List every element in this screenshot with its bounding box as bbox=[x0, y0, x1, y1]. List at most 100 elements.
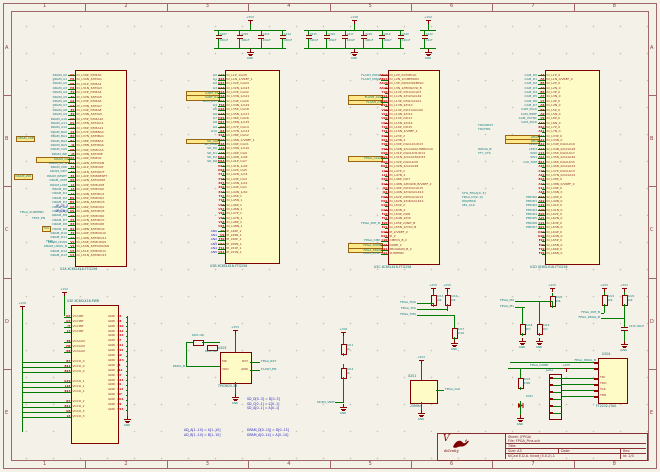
pin-name[interactable]: IP_L51N_1 bbox=[226, 250, 242, 255]
net-label[interactable]: DRAM_A7 bbox=[52, 103, 67, 108]
capacitor-value[interactable]: 100nF bbox=[310, 38, 319, 42]
pin-number[interactable]: F17 bbox=[218, 98, 225, 103]
net-label[interactable]: DRAM_D4 bbox=[52, 204, 67, 209]
pin-number[interactable]: U3 bbox=[70, 248, 75, 253]
pin-number[interactable]: W20 bbox=[380, 98, 388, 103]
net-note[interactable]: TTY_CTS bbox=[478, 151, 491, 155]
pin-name[interactable]: IO_L38P_3/M3BA2 bbox=[76, 138, 104, 143]
pin-number[interactable]: C3 bbox=[70, 125, 75, 130]
pin-name[interactable]: IO_L1P_0 bbox=[546, 72, 561, 77]
pin-name[interactable]: IO_L38N_0/VREF_0 bbox=[546, 181, 575, 186]
bus-alias-note[interactable]: DRAM_A[0..14] = A[0..14] bbox=[247, 432, 289, 437]
pin-number[interactable]: G5 bbox=[66, 408, 71, 413]
pin-number[interactable]: R13 bbox=[64, 388, 71, 393]
pin-number[interactable]: P1 bbox=[70, 218, 75, 223]
pin-name[interactable]: IO_L48N_2/RDWR_B/VREF_2 bbox=[389, 181, 432, 186]
pin-name[interactable]: IO_L48N_3/M3DQ9 bbox=[76, 226, 105, 231]
pin-number[interactable]: C10 bbox=[117, 323, 124, 328]
bus-alias-note[interactable]: SD_C[0..1] = C[0..1] bbox=[247, 401, 280, 406]
pin-name[interactable]: IO_L35N_3/M3A11 bbox=[76, 121, 104, 126]
pin-number[interactable]: H16 bbox=[218, 116, 225, 121]
symbol-reference[interactable]: U2C XC6SLX16-FTG256 bbox=[374, 265, 412, 269]
pin-name[interactable]: IO_L48P_2/D7 bbox=[389, 177, 411, 182]
pin-number[interactable]: AB21 bbox=[379, 77, 388, 82]
pin-name[interactable]: IO_L63P_0 bbox=[546, 220, 562, 225]
pin-number[interactable]: N7 bbox=[117, 392, 122, 397]
pin-name[interactable]: CMPCS_B_2 bbox=[389, 238, 407, 243]
pin-name[interactable]: IO_L3N_0 bbox=[546, 94, 561, 99]
pin-name[interactable]: IO_L64N_0 bbox=[546, 233, 563, 238]
capacitor-value[interactable]: 100nF bbox=[365, 38, 374, 42]
capacitor-value[interactable]: 100nF bbox=[220, 38, 229, 42]
symbol-value[interactable]: 25MHz bbox=[410, 404, 421, 408]
pin-name[interactable]: IO_L36N_1/A15 bbox=[226, 120, 250, 125]
net-label[interactable]: G0 bbox=[212, 72, 217, 77]
pin-number[interactable]: P13 bbox=[117, 406, 124, 411]
pin-name[interactable]: IO_L6N_0 bbox=[546, 120, 561, 125]
power-flag-label[interactable]: +2V5 bbox=[548, 283, 556, 287]
net-label[interactable]: DRAM_D7 bbox=[52, 217, 67, 222]
pin-name[interactable]: GND bbox=[108, 406, 115, 411]
capacitor-icon[interactable] bbox=[305, 38, 312, 39]
pin-name[interactable]: IO_L35P_1/A18 bbox=[226, 107, 249, 112]
pin-number[interactable]: G9 bbox=[117, 353, 122, 357]
pin-number[interactable]: D20 bbox=[538, 233, 545, 238]
pin-number[interactable]: E1 bbox=[70, 112, 75, 117]
pin-name[interactable]: IO_L39P_3/M3CAS bbox=[76, 147, 104, 152]
net-note[interactable]: CFG_FPGA[0..3] bbox=[462, 191, 486, 195]
pin-number[interactable]: D2 bbox=[70, 116, 75, 121]
pin-number[interactable]: R3 bbox=[70, 222, 75, 227]
pin-name[interactable]: IO_L47N_1 bbox=[226, 215, 243, 220]
net-label[interactable]: DRAM_A10 bbox=[50, 116, 67, 121]
pin-name[interactable]: IO_L42P_3/M3RESET bbox=[76, 174, 108, 178]
power-flag-label[interactable]: +3V3 bbox=[417, 355, 425, 359]
net-label[interactable]: LED3 bbox=[529, 146, 537, 151]
pin-number[interactable]: E3 bbox=[70, 107, 75, 112]
pin-number[interactable]: B21 bbox=[538, 225, 545, 230]
pin-number[interactable]: H4 bbox=[70, 85, 75, 90]
capacitor-icon[interactable] bbox=[236, 38, 243, 39]
fpga-bank-symbol[interactable] bbox=[75, 70, 127, 267]
pin-name[interactable]: IO_L45P_1 bbox=[226, 194, 242, 199]
pin-name[interactable]: GND bbox=[108, 343, 115, 348]
net-label[interactable]: AN4 bbox=[210, 245, 217, 250]
pin-name[interactable]: IO_L40N_3/M3CKN bbox=[76, 160, 105, 165]
net-label[interactable]: G6 bbox=[212, 111, 217, 116]
pin-name[interactable]: IO_L38N_1/VREF_1 bbox=[226, 137, 255, 142]
pin-number[interactable]: P18 bbox=[218, 176, 225, 181]
net-label[interactable]: FPGA_CLK bbox=[445, 387, 461, 391]
pin-name[interactable]: IO_L62N_2/D6/GCLK12 bbox=[389, 199, 424, 204]
net-label[interactable]: FPGA_RST bbox=[261, 359, 277, 363]
net-label[interactable]: FPGA_TDO bbox=[400, 300, 416, 304]
net-label[interactable]: G1 bbox=[212, 76, 217, 81]
pin-number[interactable]: C14 bbox=[117, 333, 124, 338]
pin-number[interactable]: C13 bbox=[538, 151, 545, 156]
pin-number[interactable]: A21 bbox=[381, 251, 388, 256]
pin-name[interactable]: GND bbox=[241, 367, 248, 371]
resistor-icon[interactable] bbox=[341, 344, 347, 355]
net-note[interactable]: TDI/TMS bbox=[478, 127, 491, 131]
net-label[interactable]: DRAM_D11 bbox=[50, 235, 67, 240]
pin-number[interactable]: E19 bbox=[538, 238, 545, 243]
pin-name[interactable]: IO_L33P_0 bbox=[546, 133, 562, 138]
net-label[interactable]: FLASH_MISO bbox=[361, 76, 380, 81]
pin-number[interactable]: G13 bbox=[117, 357, 124, 362]
pin-number[interactable]: A11 bbox=[538, 129, 545, 134]
pin-name[interactable]: VCCAUX bbox=[72, 343, 86, 348]
pin-number[interactable]: L21 bbox=[381, 172, 388, 177]
pin-name[interactable]: IO_L2N_0 bbox=[546, 85, 561, 90]
pin-name[interactable]: IO_L45N_3/M3DQ3 bbox=[76, 200, 105, 205]
pin-name[interactable]: IO_L30P_2/GCLK1/D13 bbox=[389, 142, 424, 147]
pin-name[interactable]: VCCAUX bbox=[72, 348, 86, 353]
pin-name[interactable]: VDD bbox=[222, 367, 229, 371]
pin-name[interactable]: IO_L35N_1/A17 bbox=[226, 111, 250, 116]
pin-number[interactable]: J21 bbox=[382, 190, 388, 195]
resistor-icon[interactable] bbox=[537, 324, 543, 335]
pin-number[interactable]: C17 bbox=[538, 185, 545, 190]
pin-name[interactable]: PROGRAM_B_2 bbox=[389, 246, 412, 251]
pin-number[interactable]: H1 bbox=[70, 77, 75, 82]
pin-number[interactable]: B5 bbox=[540, 81, 545, 86]
net-label[interactable]: DRAM_D10 bbox=[50, 231, 67, 236]
pin-name[interactable]: GND bbox=[108, 397, 115, 402]
pin-name[interactable]: IO_L36P_1/A16 bbox=[226, 116, 249, 121]
